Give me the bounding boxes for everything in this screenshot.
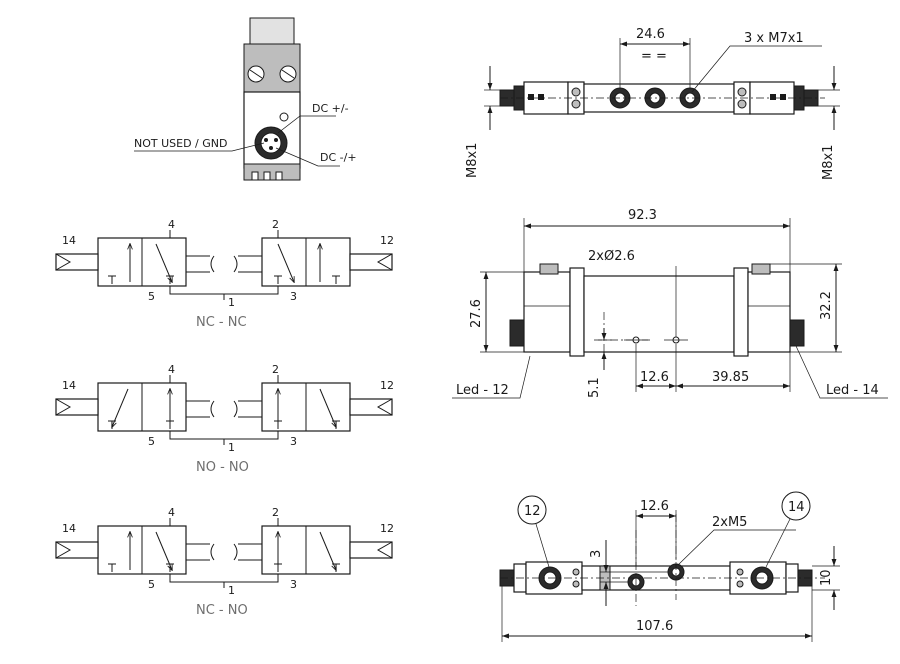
dim-height-left: 27.6 bbox=[469, 299, 484, 328]
spring-left-icon bbox=[186, 543, 210, 561]
flow-arrow-icon bbox=[319, 388, 336, 427]
dim-hole-offset: 39.85 bbox=[712, 370, 749, 385]
port-4-label: 4 bbox=[168, 363, 175, 376]
led-left-label: Led - 12 bbox=[456, 383, 509, 398]
supply-line bbox=[169, 574, 279, 583]
flow-arrow-icon bbox=[155, 531, 172, 570]
pilot-housing-right bbox=[747, 271, 791, 353]
port-14-label: 14 bbox=[62, 234, 76, 247]
dc-plus-label: DC +/- bbox=[312, 102, 349, 115]
port-14-label: 14 bbox=[62, 522, 76, 535]
port-2-label: 2 bbox=[272, 506, 279, 519]
flow-arrow-icon bbox=[277, 243, 294, 282]
dim-m5-spacing: 12.6 bbox=[640, 499, 669, 514]
schematic-caption: NC - NO bbox=[196, 603, 248, 618]
connector-top-cap bbox=[249, 17, 295, 47]
port-5-label: 5 bbox=[148, 435, 155, 448]
valve-body-side bbox=[583, 275, 735, 353]
tag-14-icon bbox=[781, 491, 811, 521]
port-5-label: 5 bbox=[148, 578, 155, 591]
not-used-label: NOT USED / GND bbox=[134, 137, 227, 150]
port-4-label: 4 bbox=[168, 506, 175, 519]
port-1-label: 1 bbox=[228, 296, 235, 309]
schematic-caption: NO - NO bbox=[196, 460, 249, 475]
m5-thread-label: 2xM5 bbox=[712, 515, 747, 530]
port-2-label: 2 bbox=[272, 218, 279, 231]
dim-overall-length: 107.6 bbox=[636, 619, 673, 634]
dim-hole-height: 5.1 bbox=[587, 377, 602, 398]
tag-12-label: 12 bbox=[524, 504, 541, 519]
pilot-left-symbol bbox=[55, 398, 99, 416]
pilot-left-symbol bbox=[55, 253, 99, 271]
equal-mark: = = bbox=[641, 49, 667, 64]
holes-label: 2xØ2.6 bbox=[588, 249, 635, 264]
side-view: 2xØ2.6 92.3 27.6 32.2 12.6 39.85 5.1 Led… bbox=[452, 208, 888, 399]
port-3-label: 3 bbox=[290, 290, 297, 303]
dim-port-spacing: 24.6 bbox=[636, 27, 665, 42]
dim-hole-spacing: 12.6 bbox=[640, 370, 669, 385]
port-14-label: 14 bbox=[62, 379, 76, 392]
supply-line bbox=[169, 286, 279, 295]
spring-left-icon bbox=[186, 255, 210, 273]
flow-arrow-icon bbox=[319, 531, 336, 570]
dim-height-right: 32.2 bbox=[819, 291, 834, 320]
spring-right-icon bbox=[238, 255, 262, 273]
pilot-right-symbol bbox=[349, 541, 393, 559]
bottom-view: 12 14 12.6 2xM5 3 10 107.6 bbox=[499, 491, 840, 642]
port-3-label: 3 bbox=[290, 435, 297, 448]
thread-right-label: M8x1 bbox=[821, 145, 836, 180]
port-2-label: 2 bbox=[272, 363, 279, 376]
supply-line bbox=[169, 431, 279, 440]
tag-12-icon bbox=[517, 495, 547, 525]
dim-offset: 3 bbox=[589, 550, 604, 558]
pilot-right-symbol bbox=[349, 398, 393, 416]
port-12-label: 12 bbox=[380, 379, 394, 392]
ports-thread-label: 3 x M7x1 bbox=[744, 31, 804, 46]
led-indicator-icon bbox=[279, 112, 289, 122]
tag-14-label: 14 bbox=[788, 500, 805, 515]
dim-thickness: 10 bbox=[819, 569, 834, 586]
m8-side-left-icon bbox=[509, 319, 525, 347]
spring-left-icon bbox=[186, 400, 210, 418]
top-view: 24.6 = = 3 x M7x1 M8x1 M8x1 bbox=[465, 27, 840, 180]
m8-side-right-icon bbox=[789, 319, 805, 347]
port-12-label: 12 bbox=[380, 522, 394, 535]
port-5-label: 5 bbox=[148, 290, 155, 303]
pilot-right-symbol bbox=[349, 253, 393, 271]
connector-view: DC +/- DC -/+ NOT USED / GND bbox=[134, 17, 357, 181]
spring-right-icon bbox=[238, 543, 262, 561]
pilot-left-symbol bbox=[55, 541, 99, 559]
port-4-label: 4 bbox=[168, 218, 175, 231]
spring-right-icon bbox=[238, 400, 262, 418]
pilot-housing-left bbox=[523, 271, 571, 353]
port-1-label: 1 bbox=[228, 441, 235, 454]
port-1-label: 1 bbox=[228, 584, 235, 597]
flow-arrow-icon bbox=[155, 243, 172, 282]
led-right-label: Led - 14 bbox=[826, 383, 879, 398]
port-12-label: 12 bbox=[380, 234, 394, 247]
led-right-icon bbox=[751, 263, 771, 275]
dc-minus-label: DC -/+ bbox=[320, 151, 357, 164]
port-3-label: 3 bbox=[290, 578, 297, 591]
led-left-icon bbox=[539, 263, 559, 275]
schematic-caption: NC - NC bbox=[196, 315, 247, 330]
flow-arrow-icon bbox=[112, 388, 129, 427]
dim-length: 92.3 bbox=[628, 208, 657, 223]
thread-left-label: M8x1 bbox=[465, 143, 480, 178]
